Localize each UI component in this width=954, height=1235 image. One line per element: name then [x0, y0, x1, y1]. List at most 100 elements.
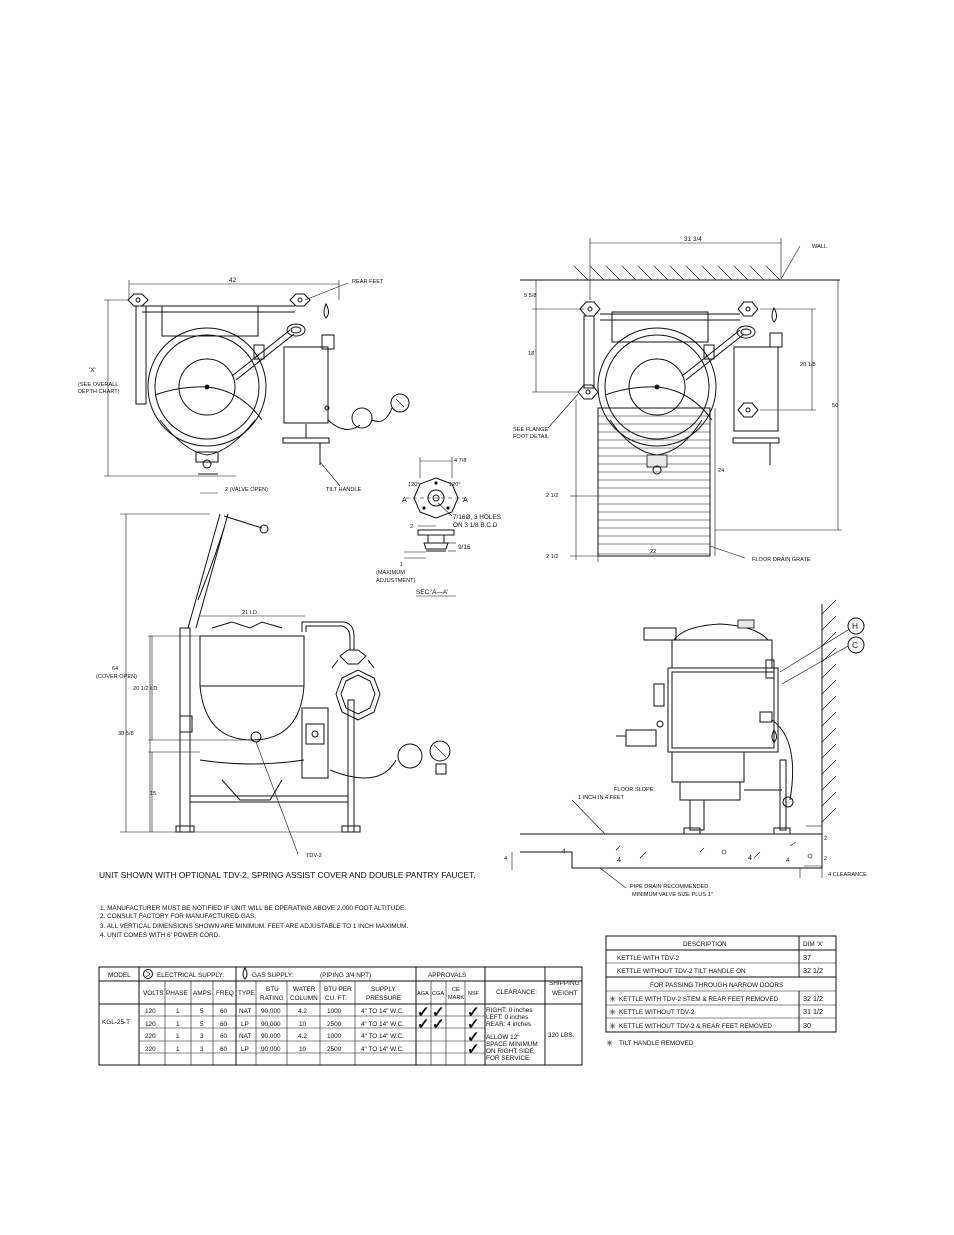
depth-sub-header: FOR PASSING THROUGH NARROW DOORS — [650, 982, 783, 989]
cover-open-label: (COVER OPEN) — [96, 674, 137, 680]
svg-text:LP: LP — [241, 1021, 249, 1028]
th-approvals: APPROVALS — [428, 972, 466, 979]
angle-120-right: 120° — [449, 482, 461, 488]
clearance-line: ON RIGHT SIDE — [486, 1048, 534, 1055]
th-model: MODEL — [108, 972, 131, 979]
svg-text:3: 3 — [200, 1046, 204, 1053]
dim-2: 2 — [410, 524, 413, 530]
svg-text:10: 10 — [299, 1046, 307, 1053]
rear-view: WALL 31 3/4 5 5/8 18 — [513, 236, 842, 563]
side-view: H C 4 4 — [504, 599, 867, 898]
depth-footnote: TILT HANDLE REMOVED — [619, 1040, 694, 1047]
section-title: SEC.'A—A' — [416, 589, 448, 596]
svg-text:4: 4 — [562, 848, 566, 855]
dim-22: 22 — [650, 549, 656, 555]
gas-flame-icon — [242, 966, 248, 980]
th-amps: AMPS — [193, 990, 211, 997]
tdv-2-label: TDV-2 — [306, 853, 322, 859]
svg-text:2500: 2500 — [327, 1046, 342, 1053]
th-btu-per: BTU PER — [324, 986, 352, 993]
wall-label: WALL — [812, 244, 827, 250]
section-a-right: A — [463, 495, 468, 504]
floor-drain-label: FLOOR DRAIN GRATE — [752, 557, 811, 563]
th-weight: WEIGHT — [552, 990, 578, 997]
side-dim-2-b: 2 — [824, 856, 827, 862]
section-a-left: A — [402, 495, 407, 504]
svg-text:4: 4 — [617, 855, 621, 864]
th-freq: FREQ — [216, 990, 234, 997]
spec-row: 220 1 3 60 LP 90,000 10 2500 4" TO 14" W… — [145, 1046, 404, 1053]
clearance-4: 4 CLEARANCE — [828, 872, 867, 878]
depth-row-dim: 32 1/2 — [803, 966, 823, 975]
svg-text:4: 4 — [786, 857, 790, 864]
depth-row-dim: 37 — [803, 953, 811, 962]
svg-text:90,000: 90,000 — [261, 1046, 281, 1053]
spec-table: MODEL ELECTRICAL SUPPLY: GAS SUPPLY: (PI… — [98, 966, 583, 1066]
dim-50: 50 — [832, 403, 838, 409]
cga-check-icon: ✓ — [432, 1016, 445, 1033]
depth-row-dim: 32 1/2 — [803, 994, 823, 1003]
svg-text:NAT: NAT — [239, 1008, 251, 1015]
dim-2-1-2-a: 2 1/2 — [546, 493, 558, 499]
front-view: 64 (COVER OPEN) 21 I.D. — [96, 513, 451, 859]
asterisk-icon: ✳ — [609, 994, 616, 1004]
svg-text:1: 1 — [176, 1033, 180, 1040]
dim-21-id: 21 I.D. — [242, 610, 259, 616]
holes-note-2: ON 3 1/8 B.C.D — [453, 522, 498, 529]
notes-list: 1. MANUFACTURER MUST BE NOTIFIED IF UNIT… — [100, 905, 408, 939]
clearance-line: LEFT: 0 inches — [486, 1014, 528, 1021]
asterisk-icon: ✳ — [609, 1021, 616, 1031]
pipe-drain-1: PIPE DRAIN RECOMMENDED — [630, 884, 708, 890]
clearance-line: REAR: 4 inches — [486, 1021, 531, 1028]
dim-9-16: 9/16 — [458, 544, 471, 551]
svg-text:90,000: 90,000 — [261, 1008, 281, 1015]
nsf-check-icon: ✓ — [467, 1041, 480, 1058]
svg-text:120: 120 — [145, 1008, 156, 1015]
svg-text:2500: 2500 — [327, 1021, 342, 1028]
rear-feet-label: REAR FEET — [352, 279, 384, 285]
th-electrical: ELECTRICAL SUPPLY: — [157, 972, 224, 979]
svg-text:4" TO 14" W.C.: 4" TO 14" W.C. — [361, 1046, 404, 1053]
svg-text:220: 220 — [145, 1033, 156, 1040]
svg-text:120: 120 — [145, 1021, 156, 1028]
svg-text:5: 5 — [200, 1008, 204, 1015]
th-aga: AGA — [417, 991, 429, 997]
dim-4-7-8: 4 7/8 — [454, 458, 466, 464]
dim-15: 15 — [150, 791, 156, 797]
spec-row: 120 1 5 60 NAT 90,000 4.2 1000 4" TO 14"… — [145, 1008, 404, 1015]
clearance-line: FOR SERVICE — [486, 1055, 529, 1062]
th-ce: CE — [452, 987, 460, 993]
note-2: 2. CONSULT FACTORY FOR MANUFACTURED GAS. — [100, 913, 256, 920]
unit-shown-caption: UNIT SHOWN WITH OPTIONAL TDV-2, SPRING A… — [99, 870, 476, 880]
model-cell: KGL-25-T — [102, 1019, 130, 1026]
th-mark: MARK — [448, 995, 464, 1001]
dim-18: 18 — [528, 351, 534, 357]
svg-text:1: 1 — [176, 1046, 180, 1053]
depth-table: DESCRIPTION DIM 'X' KETTLE WITH TDV-2 37… — [605, 935, 837, 1048]
svg-text:1: 1 — [176, 1021, 180, 1028]
side-dim-2-a: 2 — [824, 836, 827, 842]
spec-row: 120 1 5 60 LP 90,000 10 2500 4" TO 14" W… — [145, 1021, 404, 1028]
flame-icon-side — [771, 728, 777, 743]
svg-text:220: 220 — [145, 1046, 156, 1053]
cold-water-label: C — [852, 640, 858, 650]
angle-120-left: 120° — [408, 482, 420, 488]
holes-note-1: 7/16Ø, 3 HOLES — [453, 514, 501, 521]
th-type: TYPE — [238, 990, 255, 997]
svg-text:1000: 1000 — [327, 1033, 342, 1040]
depth-row-desc: KETTLE WITHOUT TDV-2 TILT HANDLE ON — [617, 968, 746, 975]
depth-row-dim: 31 1/2 — [803, 1007, 823, 1016]
svg-text:4: 4 — [748, 853, 752, 862]
th-shipping: SHIPPING — [549, 980, 580, 987]
svg-text:4.2: 4.2 — [298, 1033, 307, 1040]
side-dim-4: 4 — [504, 856, 507, 862]
svg-text:5: 5 — [200, 1021, 204, 1028]
tilt-handle-label: TILT HANDLE — [326, 487, 361, 493]
svg-text:4.2: 4.2 — [298, 1008, 307, 1015]
th-supply: SUPPLY — [371, 986, 396, 993]
th-btu: BTU — [266, 986, 279, 993]
note-1: 1. MANUFACTURER MUST BE NOTIFIED IF UNIT… — [100, 905, 406, 912]
svg-text:60: 60 — [220, 1046, 228, 1053]
svg-text:4" TO 14" W.C.: 4" TO 14" W.C. — [361, 1033, 404, 1040]
th-gas: GAS SUPPLY: — [252, 972, 294, 979]
